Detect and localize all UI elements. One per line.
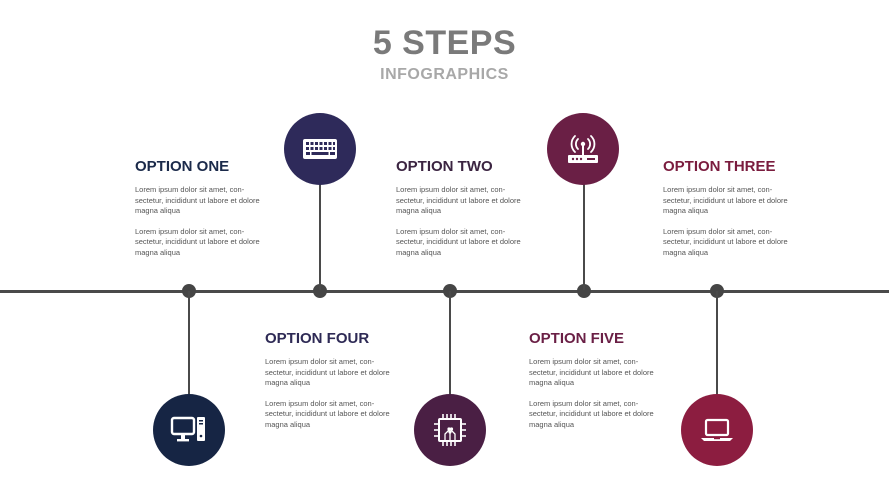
option-three-text-2: Lorem ipsum dolor sit amet, con-sectetur… bbox=[663, 226, 788, 257]
option-three: OPTION THREE Lorem ipsum dolor sit amet,… bbox=[663, 158, 788, 268]
timeline-dot-4 bbox=[577, 284, 591, 298]
option-four-text-1: Lorem ipsum dolor sit amet, con-sectetur… bbox=[265, 357, 390, 387]
microchip-icon bbox=[414, 394, 486, 466]
option-five-text-1: Lorem ipsum dolor sit amet, con-sectetur… bbox=[529, 357, 654, 387]
desktop-computer-icon bbox=[153, 394, 225, 466]
connector-4 bbox=[583, 180, 585, 290]
option-two-text-1: Lorem ipsum dolor sit amet, con-sectetur… bbox=[396, 185, 521, 215]
laptop-icon bbox=[681, 394, 753, 466]
page-title: 5 STEPS bbox=[372, 24, 517, 62]
page-subtitle: INFOGRAPHICS bbox=[380, 66, 509, 83]
option-five-title: OPTION FIVE bbox=[529, 330, 625, 347]
wifi-router-icon bbox=[547, 113, 619, 185]
option-two: OPTION TWO Lorem ipsum dolor sit amet, c… bbox=[396, 158, 521, 268]
connector-5 bbox=[716, 291, 718, 397]
option-four: OPTION FOUR Lorem ipsum dolor sit amet, … bbox=[265, 330, 390, 440]
option-four-title: OPTION FOUR bbox=[265, 330, 370, 347]
option-four-text-2: Lorem ipsum dolor sit amet, con-sectetur… bbox=[265, 398, 390, 429]
option-two-title: OPTION TWO bbox=[396, 158, 493, 175]
connector-2 bbox=[319, 180, 321, 290]
option-two-text-2: Lorem ipsum dolor sit amet, con-sectetur… bbox=[396, 226, 521, 257]
option-one: OPTION ONE Lorem ipsum dolor sit amet, c… bbox=[135, 158, 260, 268]
option-three-text-1: Lorem ipsum dolor sit amet, con-sectetur… bbox=[663, 185, 788, 215]
connector-3 bbox=[449, 291, 451, 409]
connector-1 bbox=[188, 291, 190, 397]
keyboard-icon bbox=[284, 113, 356, 185]
option-three-title: OPTION THREE bbox=[663, 158, 776, 175]
timeline-dot-2 bbox=[313, 284, 327, 298]
option-one-title: OPTION ONE bbox=[135, 158, 230, 175]
option-five-text-2: Lorem ipsum dolor sit amet, con-sectetur… bbox=[529, 398, 654, 429]
option-one-text-2: Lorem ipsum dolor sit amet, con-sectetur… bbox=[135, 226, 260, 257]
option-five: OPTION FIVE Lorem ipsum dolor sit amet, … bbox=[529, 330, 654, 440]
option-one-text-1: Lorem ipsum dolor sit amet, con-sectetur… bbox=[135, 185, 260, 215]
